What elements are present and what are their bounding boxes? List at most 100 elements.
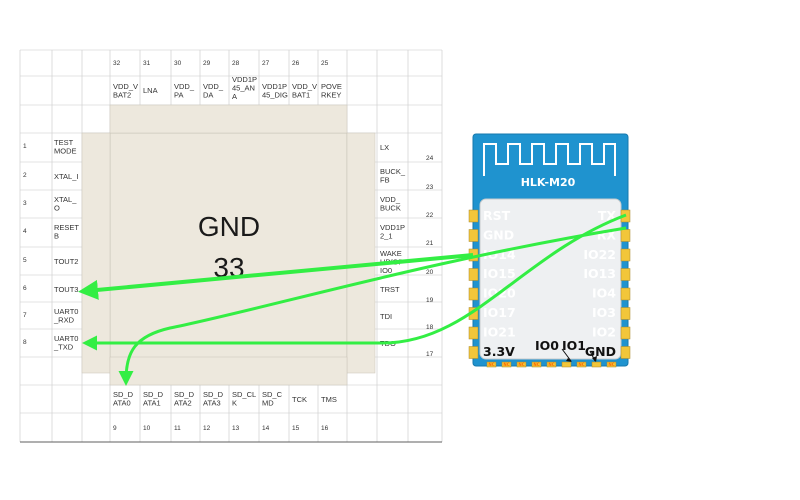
module-bottom-pad — [561, 361, 572, 368]
pin-label-buck-fb: BUCK_FB — [380, 167, 406, 185]
pin-label-vdd-da: VDD_DA — [203, 82, 224, 100]
module-bottom-pad — [486, 361, 497, 368]
bottom-pin-number-12: 12 — [203, 425, 211, 432]
left-pin-number-7: 7 — [23, 312, 27, 319]
pin-label-tout3: TOUT3 — [54, 285, 78, 294]
right-pin-number-20: 20 — [426, 269, 434, 276]
module-pin-io0: IO0 — [535, 338, 559, 353]
io1-pointer-head — [592, 356, 597, 362]
module-left-pad — [468, 209, 479, 223]
module-pin-3-3v: 3.3V — [483, 344, 515, 359]
top-pin-number-28: 28 — [232, 60, 240, 67]
module-bottom-pad — [606, 361, 617, 368]
pin-label-uart0-rxd: UART0_RXD — [53, 307, 78, 325]
right-pin-number-19: 19 — [426, 297, 434, 304]
top-pin-number-31: 31 — [143, 60, 151, 67]
left-pin-number-4: 4 — [23, 228, 27, 235]
left-pin-number-2: 2 — [23, 172, 27, 179]
pin-label-tms: TMS — [321, 395, 337, 404]
chip-body: GND 33 — [81, 104, 376, 386]
module-title: HLK-M20 — [521, 176, 576, 189]
right-pin-number-18: 18 — [426, 324, 434, 331]
right-pin-number-17: 17 — [426, 351, 434, 358]
nc-label: NC — [548, 362, 554, 367]
left-pin-number-3: 3 — [23, 200, 27, 207]
right-pin-number-22: 22 — [426, 212, 434, 219]
wire-rx-sd-data0 — [118, 226, 627, 386]
left-pin-number-8: 8 — [23, 339, 27, 346]
left-pin-number-1: 1 — [23, 143, 27, 150]
bottom-pin-number-10: 10 — [143, 425, 151, 432]
chip-center-label: GND — [198, 211, 260, 242]
bottom-pin-number-9: 9 — [113, 425, 117, 432]
top-pin-number-29: 29 — [203, 60, 211, 67]
module-pin-io1: IO1 — [562, 338, 586, 353]
module-right-pad — [620, 229, 631, 242]
module-right-pad — [620, 268, 631, 281]
nc-label: NC — [518, 362, 524, 367]
pin-label-vdd-pa: VDD_PA — [174, 82, 195, 100]
top-pin-number-27: 27 — [262, 60, 270, 67]
io0-pointer — [561, 348, 572, 362]
module-pin-labels: RSTGNDIO14IO15IO20IO17IO213.3VTXRXIO22IO… — [483, 208, 616, 359]
module-pin-gnd-right: GND — [585, 344, 616, 359]
module-pin-io4: IO4 — [592, 286, 616, 301]
module-pin-io13: IO13 — [583, 266, 616, 281]
top-pin-number-26: 26 — [292, 60, 300, 67]
pin-label-lx: LX — [380, 143, 389, 152]
bottom-pin-number-13: 13 — [232, 425, 240, 432]
module-pin-io17: IO17 — [483, 305, 516, 320]
pin-label-trst: TRST — [380, 285, 400, 294]
wire-io14-tout3 — [78, 253, 474, 300]
pin-label-xtal-o: XTAL_O — [54, 195, 77, 213]
pin-label-vdd-buck: VDD_BUCK — [380, 195, 401, 213]
module-bottom-pad — [591, 361, 602, 368]
module-left-pad — [468, 287, 479, 301]
module-pin-io15: IO15 — [483, 266, 516, 281]
right-pin-number-23: 23 — [426, 184, 434, 191]
right-pin-number-24: 24 — [426, 155, 434, 162]
module-right-pad — [620, 326, 631, 340]
module-bottom-pad — [501, 361, 512, 368]
pin-label-lna: LNA — [143, 86, 158, 95]
nc-label: NC — [503, 362, 509, 367]
pin-label-xtal-i: XTAL_I — [54, 172, 78, 181]
module-left-pad — [468, 268, 479, 281]
bottom-pin-number-16: 16 — [321, 425, 329, 432]
module-right-pad — [620, 346, 631, 359]
pin-label-tout2: TOUT2 — [54, 257, 78, 266]
bottom-pin-number-14: 14 — [262, 425, 270, 432]
nc-label: NC — [578, 362, 584, 367]
nc-label: NC — [488, 362, 494, 367]
module-pin-io3: IO3 — [592, 305, 616, 320]
left-pin-number-5: 5 — [23, 257, 27, 264]
module-left-pad — [468, 326, 479, 340]
module-bottom-pad — [516, 361, 527, 368]
connection-wires — [78, 213, 627, 386]
module-right-pad — [620, 307, 631, 320]
module-pin-io2: IO2 — [592, 324, 616, 339]
nc-label: NC — [533, 362, 539, 367]
module-left-pad — [468, 229, 479, 242]
bottom-pin-number-15: 15 — [292, 425, 300, 432]
top-pin-number-25: 25 — [321, 60, 329, 67]
module-left-pad — [468, 346, 479, 359]
left-pin-number-6: 6 — [23, 285, 27, 292]
top-pin-number-30: 30 — [174, 60, 182, 67]
pin-label-tdi: TDI — [380, 312, 392, 321]
module-bottom-pad — [576, 361, 587, 368]
